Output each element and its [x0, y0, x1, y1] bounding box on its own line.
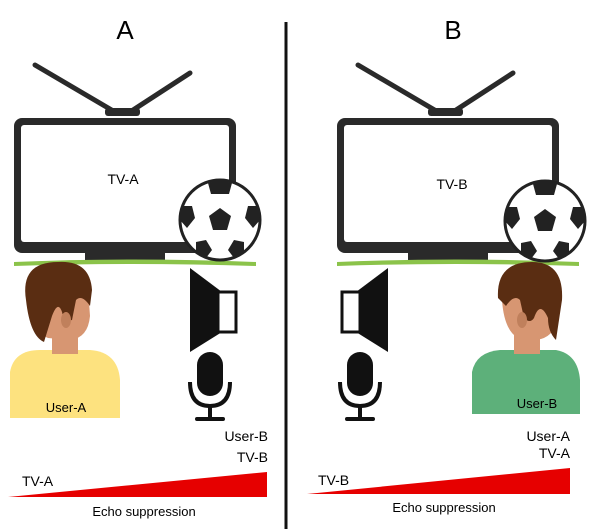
- panel-a-stack-bottom: TV-B: [237, 449, 268, 465]
- user-a-label: User-A: [46, 400, 87, 415]
- speaker-icon: [190, 268, 238, 352]
- speaker-icon: [340, 268, 388, 352]
- microphone-icon: [338, 350, 382, 421]
- panel-a-title: A: [116, 15, 134, 45]
- panel-b: B TV-B User-B User-A TV-A TV-B: [307, 15, 587, 515]
- panel-b-title: B: [444, 15, 461, 45]
- panel-a-stack-top: User-B: [224, 428, 268, 444]
- panel-a-echo-wedge: [8, 472, 267, 497]
- soccer-ball-icon: [178, 178, 262, 262]
- soccer-ball-icon: [503, 179, 587, 263]
- panel-a-caption: Echo suppression: [92, 504, 195, 519]
- panel-a: A TV-A User-A User-B TV-B TV-A: [8, 15, 268, 519]
- panel-b-stack-top: User-A: [526, 428, 570, 444]
- user-b-avatar: [472, 262, 580, 414]
- tv-b-label: TV-B: [436, 176, 467, 192]
- panel-b-stack-bottom: TV-A: [539, 445, 571, 461]
- panel-b-echo-wedge: [307, 468, 570, 494]
- user-a-avatar: [10, 261, 120, 418]
- tv-a-label: TV-A: [107, 171, 139, 187]
- microphone-icon: [188, 350, 232, 421]
- panel-b-wedge-left: TV-B: [318, 472, 349, 488]
- panel-a-wedge-left: TV-A: [22, 473, 54, 489]
- user-b-label: User-B: [517, 396, 557, 411]
- panel-b-caption: Echo suppression: [392, 500, 495, 515]
